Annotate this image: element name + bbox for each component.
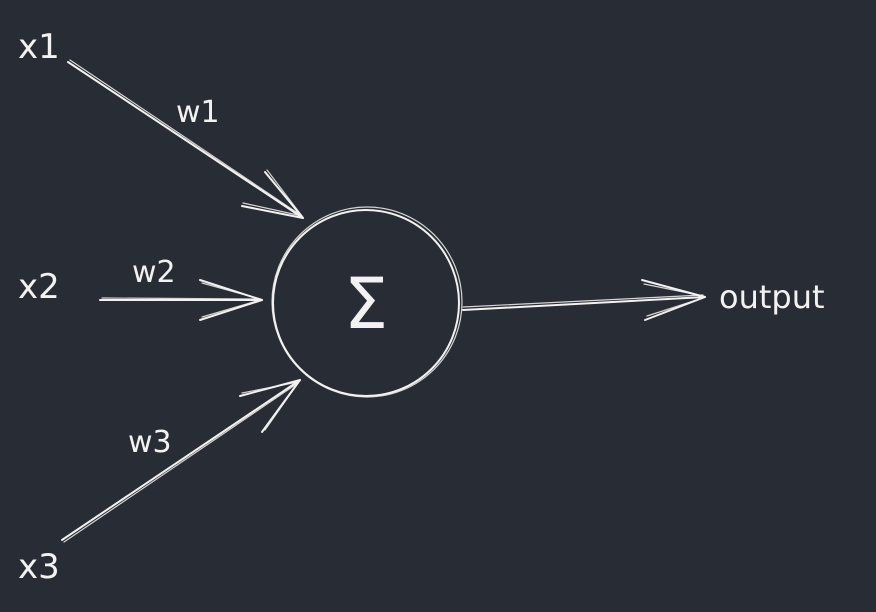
output-label: output [719,278,825,316]
weight-label-w1: w1 [176,95,220,130]
weight-label-w3: w3 [128,425,172,460]
input-label-x3: x3 [18,547,60,587]
arrow-output [462,279,706,321]
input-label-x2: x2 [18,267,60,307]
arrow-x1 [67,59,304,219]
input-label-x1: x1 [18,27,60,67]
arrow-x2 [99,279,263,321]
sigma-symbol: Σ [344,263,388,345]
arrow-x3 [61,379,301,543]
weight-label-w2: w2 [132,255,176,290]
sum-node: Σ [271,206,463,398]
